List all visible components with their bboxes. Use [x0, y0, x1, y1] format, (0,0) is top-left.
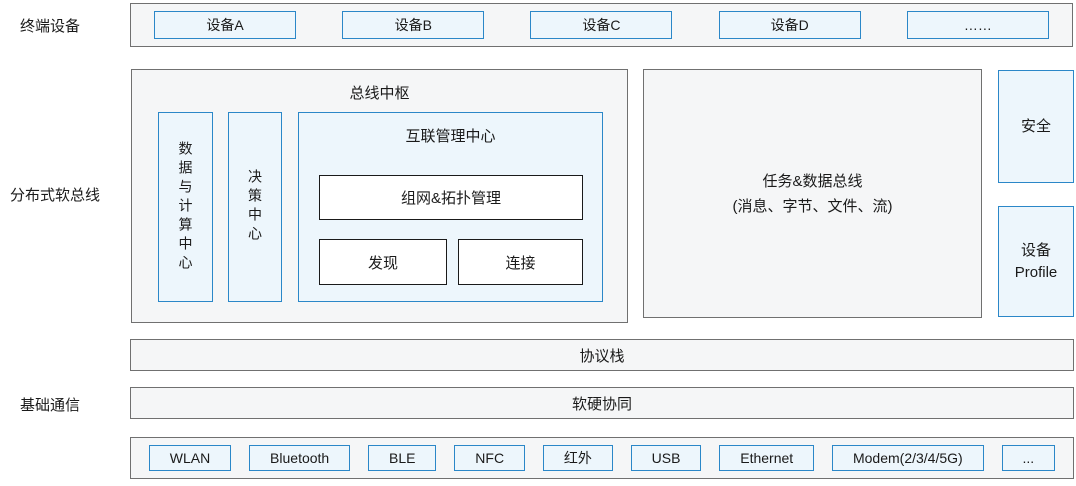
label-basic-communication: 基础通信	[20, 397, 81, 414]
comm-box-wlan: WLAN	[148, 445, 232, 471]
device-box-a: 设备A	[154, 11, 297, 39]
comm-tech-container: WLAN Bluetooth BLE NFC 红外 USB Ethernet M…	[130, 437, 1074, 479]
comm-box-bluetooth: Bluetooth	[249, 445, 351, 471]
terminal-devices-container: 设备A 设备B 设备C 设备D ……	[130, 3, 1073, 47]
label-distributed-softbus: 分布式软总线	[10, 187, 101, 204]
device-box-b: 设备B	[342, 11, 485, 39]
task-data-bus-line1: 任务&数据总线	[762, 172, 863, 190]
decision-center-box: 决策中心	[228, 112, 282, 302]
task-data-bus-line2: (消息、字节、文件、流)	[732, 197, 893, 215]
security-box: 安全	[998, 70, 1074, 183]
comm-box-ble: BLE	[368, 445, 437, 471]
comm-box-infrared: 红外	[542, 445, 613, 471]
bus-hub-container: 总线中枢 数据与计算中心 决策中心 互联管理中心 组网&拓扑管理 发现 连接	[131, 69, 628, 323]
connection-box: 连接	[458, 239, 583, 285]
comm-box-ethernet: Ethernet	[719, 445, 815, 471]
device-box-d: 设备D	[718, 11, 861, 39]
device-box-c: 设备C	[530, 11, 673, 39]
discovery-box: 发现	[319, 239, 447, 285]
task-data-bus-box: 任务&数据总线 (消息、字节、文件、流)	[643, 69, 982, 318]
comm-box-modem: Modem(2/3/4/5G)	[831, 445, 984, 471]
interconnect-mgmt-center-title: 互联管理中心	[405, 128, 496, 145]
comm-box-usb: USB	[630, 445, 702, 471]
device-profile-box: 设备 Profile	[998, 206, 1074, 317]
networking-topology-box: 组网&拓扑管理	[319, 175, 583, 220]
bus-hub-title: 总线中枢	[349, 85, 410, 102]
device-box-more: ……	[906, 11, 1049, 39]
protocol-stack-bar: 协议栈	[130, 339, 1074, 371]
comm-box-nfc: NFC	[454, 445, 526, 471]
hw-sw-collaboration-bar: 软硬协同	[130, 387, 1074, 419]
label-terminal-devices: 终端设备	[20, 18, 81, 35]
device-profile-line1: 设备	[1020, 241, 1051, 259]
interconnect-mgmt-center-box: 互联管理中心 组网&拓扑管理 发现 连接	[298, 112, 603, 302]
data-compute-center-box: 数据与计算中心	[158, 112, 213, 302]
device-profile-line2: Profile	[1014, 263, 1058, 281]
comm-box-more: ...	[1001, 445, 1056, 471]
